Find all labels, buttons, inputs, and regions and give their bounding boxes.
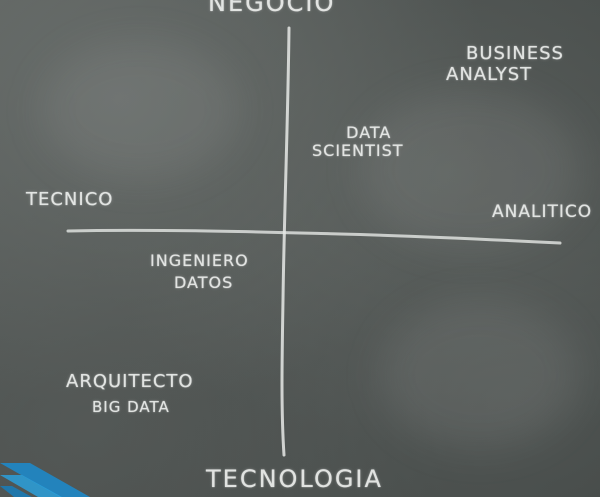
role-data-scientist: DATA SCIENTIST (312, 123, 404, 161)
role-ingeniero-datos-line2: DATOS (174, 273, 234, 293)
role-arquitecto-big-data-line2: BIG DATA (92, 397, 170, 416)
role-arquitecto-big-data-line1: ARQUITECTO (66, 371, 194, 392)
role-business-analyst-line1: BUSINESS (466, 43, 564, 64)
role-business-analyst-line2: ANALYST (446, 63, 533, 85)
axis-label-top: NEGOCIO (208, 0, 336, 17)
horizontal-axis-line (66, 228, 562, 245)
corner-stripes-logo (0, 463, 90, 497)
role-data-scientist-line1: DATA (346, 123, 392, 142)
role-ingeniero-datos: INGENIERO DATOS (150, 251, 249, 293)
axis-label-left: TECNICO (26, 189, 114, 210)
vertical-axis-line (280, 26, 291, 457)
role-arquitecto-big-data: ARQUITECTO BIG DATA (66, 371, 194, 416)
role-data-scientist-line2: SCIENTIST (312, 141, 404, 161)
role-business-analyst: BUSINESS ANALYST (446, 43, 564, 85)
chalk-smudge (380, 300, 580, 450)
axis-label-bottom: TECNOLOGIA (206, 465, 383, 493)
chalk-smudge (360, 90, 580, 250)
axis-label-right: ANALITICO (492, 202, 593, 222)
role-ingeniero-datos-line1: INGENIERO (150, 251, 249, 270)
chalk-smudge (40, 40, 240, 180)
